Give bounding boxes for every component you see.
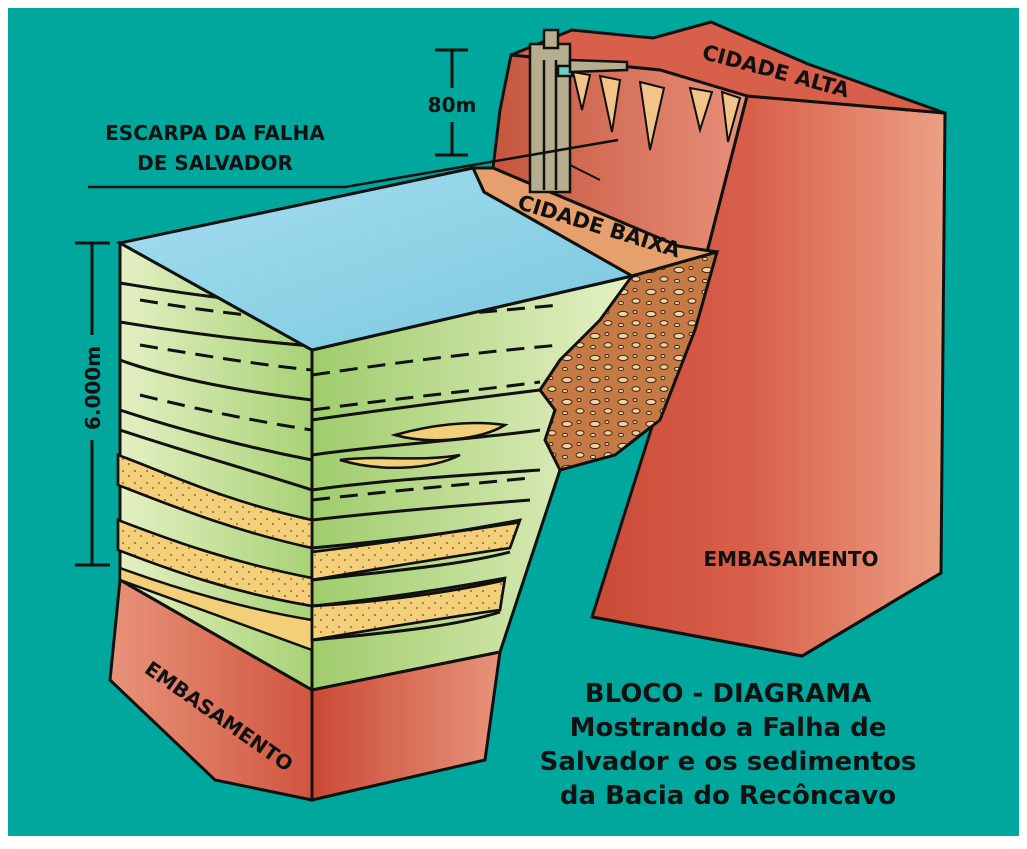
caption-line1: BLOCO - DIAGRAMA [585,679,872,709]
label-escarpa-line2: DE SALVADOR [137,151,293,175]
label-embasamento-right: EMBASAMENTO [703,547,878,571]
caption-line4: da Bacia do Recôncavo [560,781,896,811]
label-escarpa-line1: ESCARPA DA FALHA [105,121,325,145]
label-80m: 80m [428,93,477,117]
caption-line3: Salvador e os sedimentos [540,747,917,777]
label-6000m: 6.000m [81,346,105,430]
caption-line2: Mostrando a Falha de [570,713,887,743]
